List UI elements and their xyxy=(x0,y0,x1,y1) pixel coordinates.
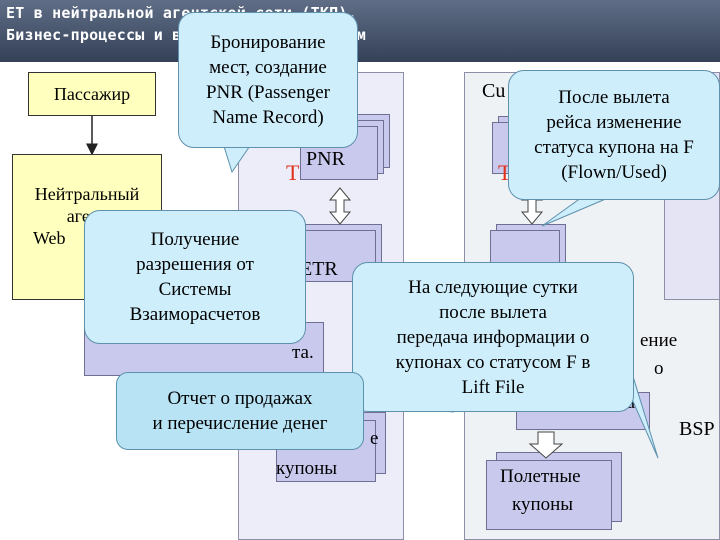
pnr-label: PNR xyxy=(306,148,345,170)
after-departure-line-3: статуса купона на F xyxy=(534,137,694,158)
etr-label: ETR xyxy=(300,258,338,280)
passenger-box: Пассажир xyxy=(28,72,156,116)
permission-line-2: разрешения от xyxy=(136,254,254,275)
sales-report-callout: Отчет о продажах и перечисление денег xyxy=(116,372,364,450)
hidden-text-fragment-ta: та. xyxy=(292,342,314,363)
flight-coupons-label-2: купоны xyxy=(512,494,574,515)
next-day-line-2: после вылета xyxy=(439,301,547,323)
pnr-etr-double-arrow xyxy=(328,187,352,225)
t-marker-left: T xyxy=(286,160,300,185)
hidden-text-fragment-enie: ение xyxy=(640,330,678,351)
booking-callout: Бронирование мест, создание PNR (Passeng… xyxy=(178,12,358,148)
title-bar xyxy=(0,0,720,62)
flight-coupons-label-1: Полетные xyxy=(500,466,581,487)
coupons-label-fragment: е xyxy=(370,428,379,449)
sales-report-line-1: Отчет о продажах xyxy=(167,388,313,409)
booking-callout-line-1: Бронирование xyxy=(210,32,326,53)
flight-coupons-down-arrow xyxy=(528,431,564,459)
after-departure-line-2: рейса изменение xyxy=(546,112,682,133)
sales-report-line-2: и перечисление денег xyxy=(152,413,328,434)
neutral-agent-line-1: Нейтральный xyxy=(34,184,140,204)
permission-line-4: Взаиморасчетов xyxy=(129,304,261,325)
after-departure-line-4: (Flown/Used) xyxy=(561,162,667,183)
permission-line-1: Получение xyxy=(150,229,240,250)
after-departure-line-1: После вылета xyxy=(558,87,670,108)
after-departure-callout: После вылета рейса изменение статуса куп… xyxy=(508,70,720,200)
next-day-line-4: купонах со статусом F в xyxy=(395,351,591,373)
booking-callout-line-2: мест, создание xyxy=(209,57,327,78)
next-day-lift-file-callout: На следующие сутки после вылета передача… xyxy=(352,262,634,412)
coupons-label: купоны xyxy=(276,458,338,479)
flight-coupons-document xyxy=(486,460,612,530)
neutral-agent-line-3: Web xyxy=(33,228,66,248)
permission-line-3: Системы xyxy=(158,279,232,300)
next-day-line-1: На следующие сутки xyxy=(408,276,578,298)
next-day-line-5: Lift File xyxy=(461,376,525,398)
next-day-line-3: передача информации о xyxy=(396,326,590,348)
airline-system-label: Cu xyxy=(482,80,506,102)
hidden-text-fragment-o: о xyxy=(654,358,664,379)
booking-callout-line-3: PNR (Passenger xyxy=(205,82,331,103)
booking-callout-line-4: Name Record) xyxy=(212,107,324,128)
bsp-label: BSP xyxy=(679,418,715,440)
permission-callout: Получение разрешения от Системы Взаимора… xyxy=(84,210,306,344)
